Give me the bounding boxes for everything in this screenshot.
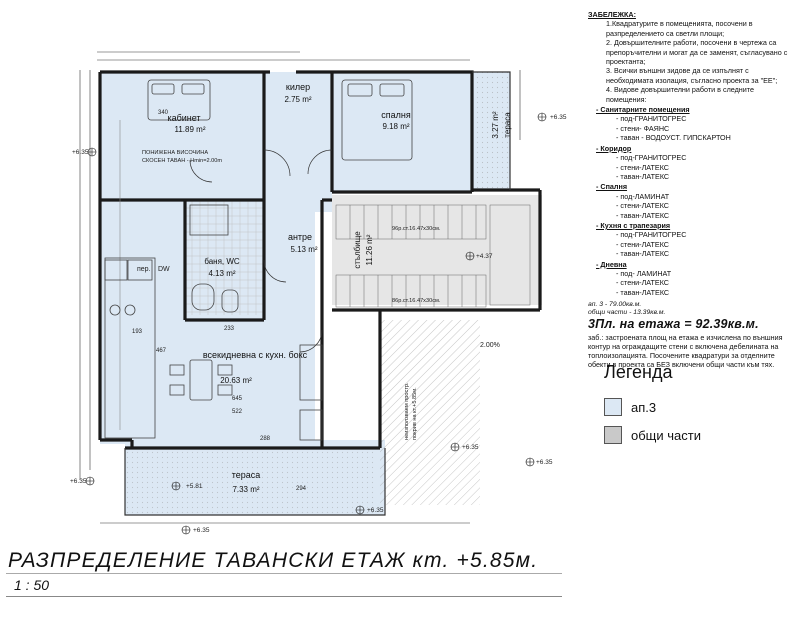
floor-plan-drawing: кабинет 11.89 m² килер 2.75 m² спалня 9.… <box>70 51 567 535</box>
dimension-lines <box>79 51 521 524</box>
bottom-divider <box>6 596 562 597</box>
finish-section-title: - Коридор <box>596 143 632 153</box>
finish-line: - стени-ЛАТЕКС <box>616 278 669 288</box>
finish-line: - под-ГРАНИТОГРЕС <box>616 153 687 163</box>
note-item: 3. Всички външни зидове да се изпълнят с… <box>606 66 778 85</box>
room-terrace-right-name: тераса <box>503 112 512 138</box>
room-bath-name: баня, WC <box>204 257 240 266</box>
finish-section-title: - Кухня с трапезария <box>596 220 671 230</box>
finish-section-title: - Санитарните помещения <box>596 105 690 115</box>
area-total: 3Пл. на етажа = 92.39кв.м. <box>588 317 759 332</box>
legend-swatch <box>604 398 622 416</box>
stair-steps <box>335 204 531 308</box>
room-terrace-bottom-name: тераса <box>232 470 261 480</box>
dim-label-4: 467 <box>156 348 167 354</box>
room-living-area: 20.63 m² <box>220 376 252 385</box>
furniture <box>104 79 413 441</box>
legend-swatch <box>604 426 622 444</box>
dim-label-3: 294 <box>296 486 307 492</box>
dim-label-8: 288 <box>260 436 271 442</box>
note-item: 4. Видове довършителни работи в следните… <box>606 85 754 104</box>
low-ceiling-label: ПОНИЖЕНА ВИСОЧИНА <box>142 150 208 156</box>
finish-line: - таван-ЛАТЕКС <box>616 249 670 259</box>
common-area <box>332 195 542 305</box>
level-label-5: +6.35 <box>70 478 87 485</box>
finish-line: - под- ЛАМИНАТ <box>616 268 672 278</box>
note-item: 2. Довършителните работи, посочени в чер… <box>606 38 788 67</box>
level-label-2: +6.35 <box>550 114 567 121</box>
finish-line: - таван-ЛАТЕКС <box>616 210 670 220</box>
drawing-title: РАЗПРЕДЕЛЕНИЕ ТАВАНСКИ ЕТАЖ кт. +5.85м. <box>8 549 539 572</box>
unused-space-label-2: покрив на кт.+5.85м. <box>412 387 418 440</box>
stair-down-label: 86р.ст.16.47х30см. <box>392 298 441 304</box>
drawing-scale: 1 : 50 <box>14 577 50 593</box>
stair-up-label: 96р.ст.16.47х30см. <box>392 226 441 232</box>
room-cabinet-area: 11.89 m² <box>175 125 206 134</box>
dim-label-2: 522 <box>232 409 243 415</box>
area-apartment: ап. 3 - 79.00кв.м. <box>588 301 642 309</box>
room-terrace-bottom-area: 7.33 m² <box>232 485 259 494</box>
finish-line: - стени-ЛАТЕКС <box>616 239 669 249</box>
level-label-1: +6.35 <box>72 149 89 156</box>
room-cabinet-name: кабинет <box>167 113 200 123</box>
walls <box>98 70 542 450</box>
finish-line: - стени- ФАЯНС <box>616 123 670 133</box>
room-bedroom-area: 9.18 m² <box>382 122 409 131</box>
room-stair-area: 11.26 m² <box>365 234 374 265</box>
unused-space-label: неизползваем простр. <box>404 382 410 440</box>
room-entrance-area: 5.13 m² <box>290 245 317 254</box>
level-label-4: +5.81 <box>186 483 203 490</box>
level-label-8: +6.35 <box>462 444 479 451</box>
low-ceiling-label-2: СКОСЕН ТАВАН - Hmin=2.00m <box>142 158 222 164</box>
notes-heading: ЗАБЕЛЕЖКА: <box>588 10 636 19</box>
legend-label: ап.3 <box>631 399 657 415</box>
notes-panel: ЗАБЕЛЕЖКА: 1.Квадратурите в помещенията,… <box>588 10 796 369</box>
legend-item-common: общи части <box>604 426 701 444</box>
finish-line: - под-ГРАНИТОГРЕС <box>616 230 687 240</box>
dim-label-1: 340 <box>158 110 169 116</box>
appliance-label-1: пер. <box>137 266 151 273</box>
finish-line: - стени-ЛАТЕКС <box>616 201 669 211</box>
level-label-3: +4.37 <box>476 253 493 260</box>
room-stair-name: стълбище <box>353 231 362 269</box>
room-bedroom-name: спалня <box>381 110 411 120</box>
dim-label-6: 233 <box>224 326 235 332</box>
level-marks <box>85 112 547 535</box>
dim-label-7: 193 <box>132 329 143 335</box>
note-item: 1.Квадратурите в помещенията, посочени в… <box>606 19 753 38</box>
finish-line: - таван-ЛАТЕКС <box>616 287 670 297</box>
finish-line: - под-ЛАМИНАТ <box>616 191 670 201</box>
legend-title: Легенда <box>604 362 673 382</box>
room-living-name: всекидневна с кухн. бокс <box>203 350 308 360</box>
area-common: общи части - 13.39кв.м. <box>588 309 666 317</box>
legend-label: общи части <box>631 427 701 443</box>
finish-line: - стени-ЛАТЕКС <box>616 162 669 172</box>
level-label-6: +6.35 <box>193 527 210 534</box>
appliance-label-2: DW <box>158 266 170 273</box>
door-swings <box>189 149 333 353</box>
finish-line: - таван - ВОДОУСТ. ГИПСКАРТОН <box>616 133 731 143</box>
level-label-9: +6.35 <box>536 459 553 466</box>
level-label-7: +6.35 <box>367 507 384 514</box>
finish-section-title: - Спалня <box>596 182 628 192</box>
area-footnote: заб.: застроената площ на етажа е изчисл… <box>588 332 783 370</box>
room-entrance-name: антре <box>288 232 312 242</box>
room-kiler-name: килер <box>286 82 310 92</box>
room-terrace-right-area: 3.27 m² <box>491 111 500 138</box>
finish-line: - таван-ЛАТЕКС <box>616 171 670 181</box>
title-divider <box>6 573 562 574</box>
room-kiler-area: 2.75 m² <box>284 95 311 104</box>
dim-label-5: 645 <box>232 396 243 402</box>
room-bath-area: 4.13 m² <box>208 269 235 278</box>
legend-item-apartment: ап.3 <box>604 398 656 416</box>
finish-line: - под-ГРАНИТОГРЕС <box>616 114 687 124</box>
slope-label: 2.00% <box>480 342 500 349</box>
finish-section-title: - Дневна <box>596 259 627 269</box>
